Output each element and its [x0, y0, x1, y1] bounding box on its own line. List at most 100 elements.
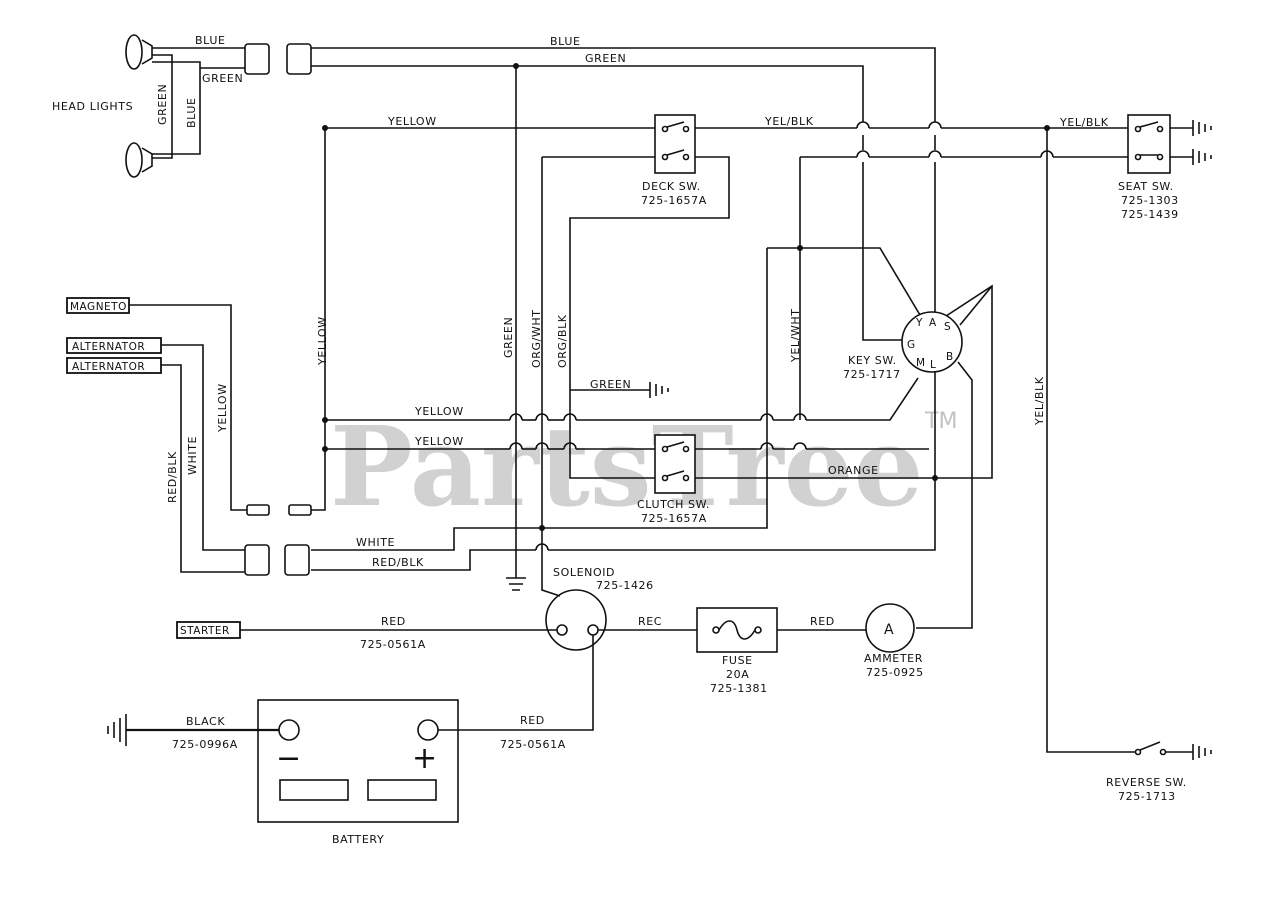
alternator-tag-1: ALTERNATOR	[66, 337, 162, 354]
ammeter: A AMMETER 725-0925	[864, 603, 924, 679]
battery-neg-terminal	[278, 719, 300, 741]
wire-label-org-blk: ORG/BLK	[556, 314, 569, 368]
key-terminal-l: L	[930, 359, 936, 371]
key-switch: Y A S G M L B KEY SW. 725-1717	[843, 311, 963, 381]
fuse-rating: 20A	[726, 668, 749, 681]
wire-label-blue-vert-head: BLUE	[185, 97, 198, 128]
ground-icon-reverse	[1192, 744, 1212, 760]
wire-label-blue-head: BLUE	[195, 34, 226, 47]
ammeter-label: AMMETER	[864, 652, 923, 665]
key-switch-label: KEY SW.	[848, 354, 897, 367]
wire-label-yel-wht: YEL/WHT	[789, 308, 802, 363]
starter-label: STARTER	[180, 625, 230, 637]
solenoid-part: 725-1426	[596, 579, 654, 592]
wire-label-white-lower: WHITE	[356, 536, 395, 549]
key-terminal-y: Y	[915, 317, 923, 329]
wire-label-yellow-vert: YELLOW	[316, 316, 329, 366]
head-lights: HEAD LIGHTS BLUE GREEN GREEN BLUE	[52, 34, 312, 178]
alternator-label-2: ALTERNATOR	[72, 361, 145, 373]
magneto-tag: MAGNETO	[66, 297, 130, 314]
watermark-text: PartsTree	[330, 402, 924, 531]
deck-switch-label: DECK SW.	[642, 180, 701, 193]
seat-switch-label: SEAT SW.	[1118, 180, 1174, 193]
magneto-label: MAGNETO	[70, 301, 127, 313]
battery-pos-terminal	[417, 719, 439, 741]
ammeter-symbol: A	[884, 622, 894, 638]
alternator-label-1: ALTERNATOR	[72, 341, 145, 353]
head-light-lower-icon	[125, 142, 153, 178]
wire-label-green-top: GREEN	[585, 52, 626, 65]
wire-label-yel-blk-top: YEL/BLK	[764, 115, 814, 128]
wire-label-green-vert-head: GREEN	[156, 84, 169, 125]
wire-label-white-alt: WHITE	[186, 436, 199, 475]
battery: − + BATTERY	[257, 699, 459, 846]
battery-pos-symbol: +	[412, 741, 438, 776]
reverse-switch-label: REVERSE SW.	[1106, 776, 1187, 789]
wire-label-yel-blk-seat: YEL/BLK	[1059, 116, 1109, 129]
seat-switch-part-1: 725-1303	[1121, 194, 1179, 207]
wire-label-org-wht: ORG/WHT	[530, 309, 543, 368]
wire-label-red-ammeter: RED	[810, 615, 835, 628]
seat-switch: SEAT SW. 725-1303 725-1439	[1118, 114, 1212, 221]
reverse-switch-part: 725-1713	[1118, 790, 1176, 803]
ground-icon-main	[506, 577, 526, 591]
fuse: FUSE 20A 725-1381	[696, 607, 778, 695]
deck-switch-body	[654, 114, 696, 174]
key-terminal-a: A	[929, 317, 937, 329]
key-terminal-g: G	[907, 339, 916, 351]
reverse-switch: REVERSE SW. 725-1713	[1106, 741, 1212, 803]
ground-icon-seat-1	[1192, 120, 1212, 136]
wire-label-rec: REC	[638, 615, 662, 628]
ground-icon-battery	[107, 714, 127, 746]
wire-label-red-blk-lower: RED/BLK	[372, 556, 424, 569]
key-terminal-m: M	[916, 357, 926, 369]
clutch-switch: CLUTCH SW. 725-1657A	[637, 434, 710, 525]
wire-label-red-batt: RED	[520, 714, 545, 727]
key-switch-part: 725-1717	[843, 368, 901, 381]
wire-label-black-batt: BLACK	[186, 715, 225, 728]
watermark: PartsTree TM	[330, 402, 957, 531]
wire-label-yellow-mid-1: YELLOW	[414, 405, 464, 418]
magneto-connector-right	[288, 504, 312, 516]
clutch-switch-body	[654, 434, 696, 494]
clutch-switch-part: 725-1657A	[641, 512, 707, 525]
wire-label-red-starter-part: 725-0561A	[360, 638, 426, 651]
starter-tag: STARTER	[176, 621, 241, 639]
wire-label-yellow-mid-2: YELLOW	[414, 435, 464, 448]
deck-switch-part: 725-1657A	[641, 194, 707, 207]
wire-label-green-head: GREEN	[202, 72, 243, 85]
battery-neg-symbol: −	[276, 741, 302, 776]
wire-label-black-batt-part: 725-0996A	[172, 738, 238, 751]
fuse-label: FUSE	[722, 654, 753, 667]
clutch-switch-label: CLUTCH SW.	[637, 498, 710, 511]
wire-label-green-ground: GREEN	[590, 378, 631, 391]
ground-icon-green	[649, 382, 669, 398]
wire-label-red-starter: RED	[381, 615, 406, 628]
fuse-part: 725-1381	[710, 682, 768, 695]
ammeter-body	[865, 603, 915, 653]
alternator-tag-2: ALTERNATOR	[66, 357, 162, 374]
key-terminal-b: B	[946, 351, 954, 363]
wire-label-yel-blk-reverse: YEL/BLK	[1033, 376, 1046, 426]
wire-label-yellow-magneto: YELLOW	[216, 383, 229, 433]
head-lights-label: HEAD LIGHTS	[52, 100, 133, 113]
wire-label-red-blk-alt: RED/BLK	[166, 451, 179, 503]
solenoid-label: SOLENOID	[553, 566, 615, 579]
head-light-upper-icon	[125, 34, 153, 70]
wire-label-red-batt-part: 725-0561A	[500, 738, 566, 751]
wire-label-blue-top: BLUE	[550, 35, 581, 48]
headlight-connector-right	[286, 43, 312, 75]
deck-switch: DECK SW. 725-1657A	[641, 114, 707, 207]
ammeter-part: 725-0925	[866, 666, 924, 679]
key-switch-body	[901, 311, 963, 373]
solenoid: SOLENOID 725-1426	[545, 566, 654, 651]
ground-icon-seat-2	[1192, 149, 1212, 165]
key-terminal-s: S	[944, 321, 951, 333]
headlight-connector-left	[244, 43, 270, 75]
watermark-tm: TM	[924, 409, 957, 434]
magneto-connector-left	[246, 504, 270, 516]
wire-label-orange: ORANGE	[828, 464, 879, 477]
alternator-connector-right	[284, 544, 310, 576]
seat-switch-part-2: 725-1439	[1121, 208, 1179, 221]
